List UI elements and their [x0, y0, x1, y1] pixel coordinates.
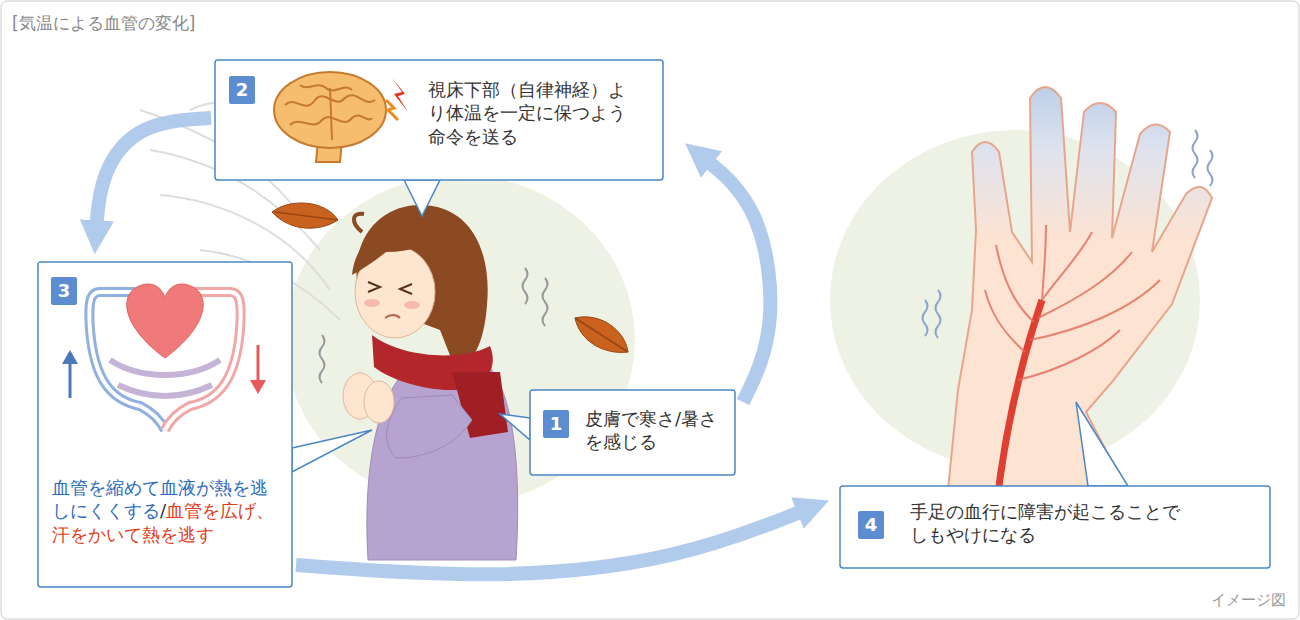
frame-cover	[531, 391, 734, 394]
frame-cover	[841, 487, 1269, 490]
callout-number: 1	[543, 410, 569, 438]
callout-body: 視床下部（自律神経）より体温を一定に保つよう命令を送る	[428, 78, 633, 148]
woman	[343, 205, 518, 560]
callout-text: 皮膚で寒さ/暑さを感じる	[585, 408, 717, 452]
callout-tail	[1076, 402, 1128, 486]
flow-arrow	[296, 508, 810, 574]
callout-tail	[404, 180, 440, 216]
callout-number: 3	[51, 277, 77, 305]
shiver-lines	[320, 268, 548, 383]
callout-frame	[840, 486, 1270, 568]
callout-box: 4 手足の血行に障害が起こることでしもやけになる	[840, 486, 1270, 568]
callout-frame	[38, 262, 292, 587]
callout-body: 皮膚で寒さ/暑さを感じる	[585, 407, 723, 454]
callout-tail	[500, 414, 530, 440]
image-note: イメージ図	[1211, 591, 1286, 610]
callout-body: 血管を縮めて血液が熱を逃しにくくする/血管を広げ、汗をかいて熱を逃す	[52, 476, 280, 546]
shiver-lines	[923, 130, 1213, 338]
hand	[945, 87, 1212, 520]
nerve-signal	[386, 78, 408, 120]
callout-number: 2	[229, 76, 255, 104]
frame-cover	[39, 263, 291, 266]
callout-text: /	[160, 500, 166, 521]
callout-number: 4	[858, 511, 884, 539]
callout-body: 手足の血行に障害が起こることでしもやけになる	[910, 500, 1195, 547]
heart-vessels	[62, 284, 266, 430]
callout-text: 手足の血行に障害が起こることでしもやけになる	[910, 501, 1180, 545]
callout-box: 2 視床下部（自律神経）より体温を一定に保つよう命令を送る	[215, 60, 663, 180]
callout-box: 1 皮膚で寒さ/暑さを感じる	[530, 390, 735, 475]
callout-text: 視床下部（自律神経）より体温を一定に保つよう命令を送る	[428, 79, 626, 147]
callout-box: 3 血管を縮めて血液が熱を逃しにくくする/血管を広げ、汗をかいて熱を逃す	[38, 262, 292, 587]
diagram-title: [気温による血管の変化]	[12, 12, 195, 35]
callout-frame	[215, 60, 663, 180]
frame-cover	[216, 61, 662, 64]
flow-arrow	[96, 118, 211, 234]
callout-tail	[292, 430, 372, 472]
callout-frame	[530, 390, 735, 475]
brain	[274, 72, 386, 162]
flow-arrow	[701, 156, 770, 402]
